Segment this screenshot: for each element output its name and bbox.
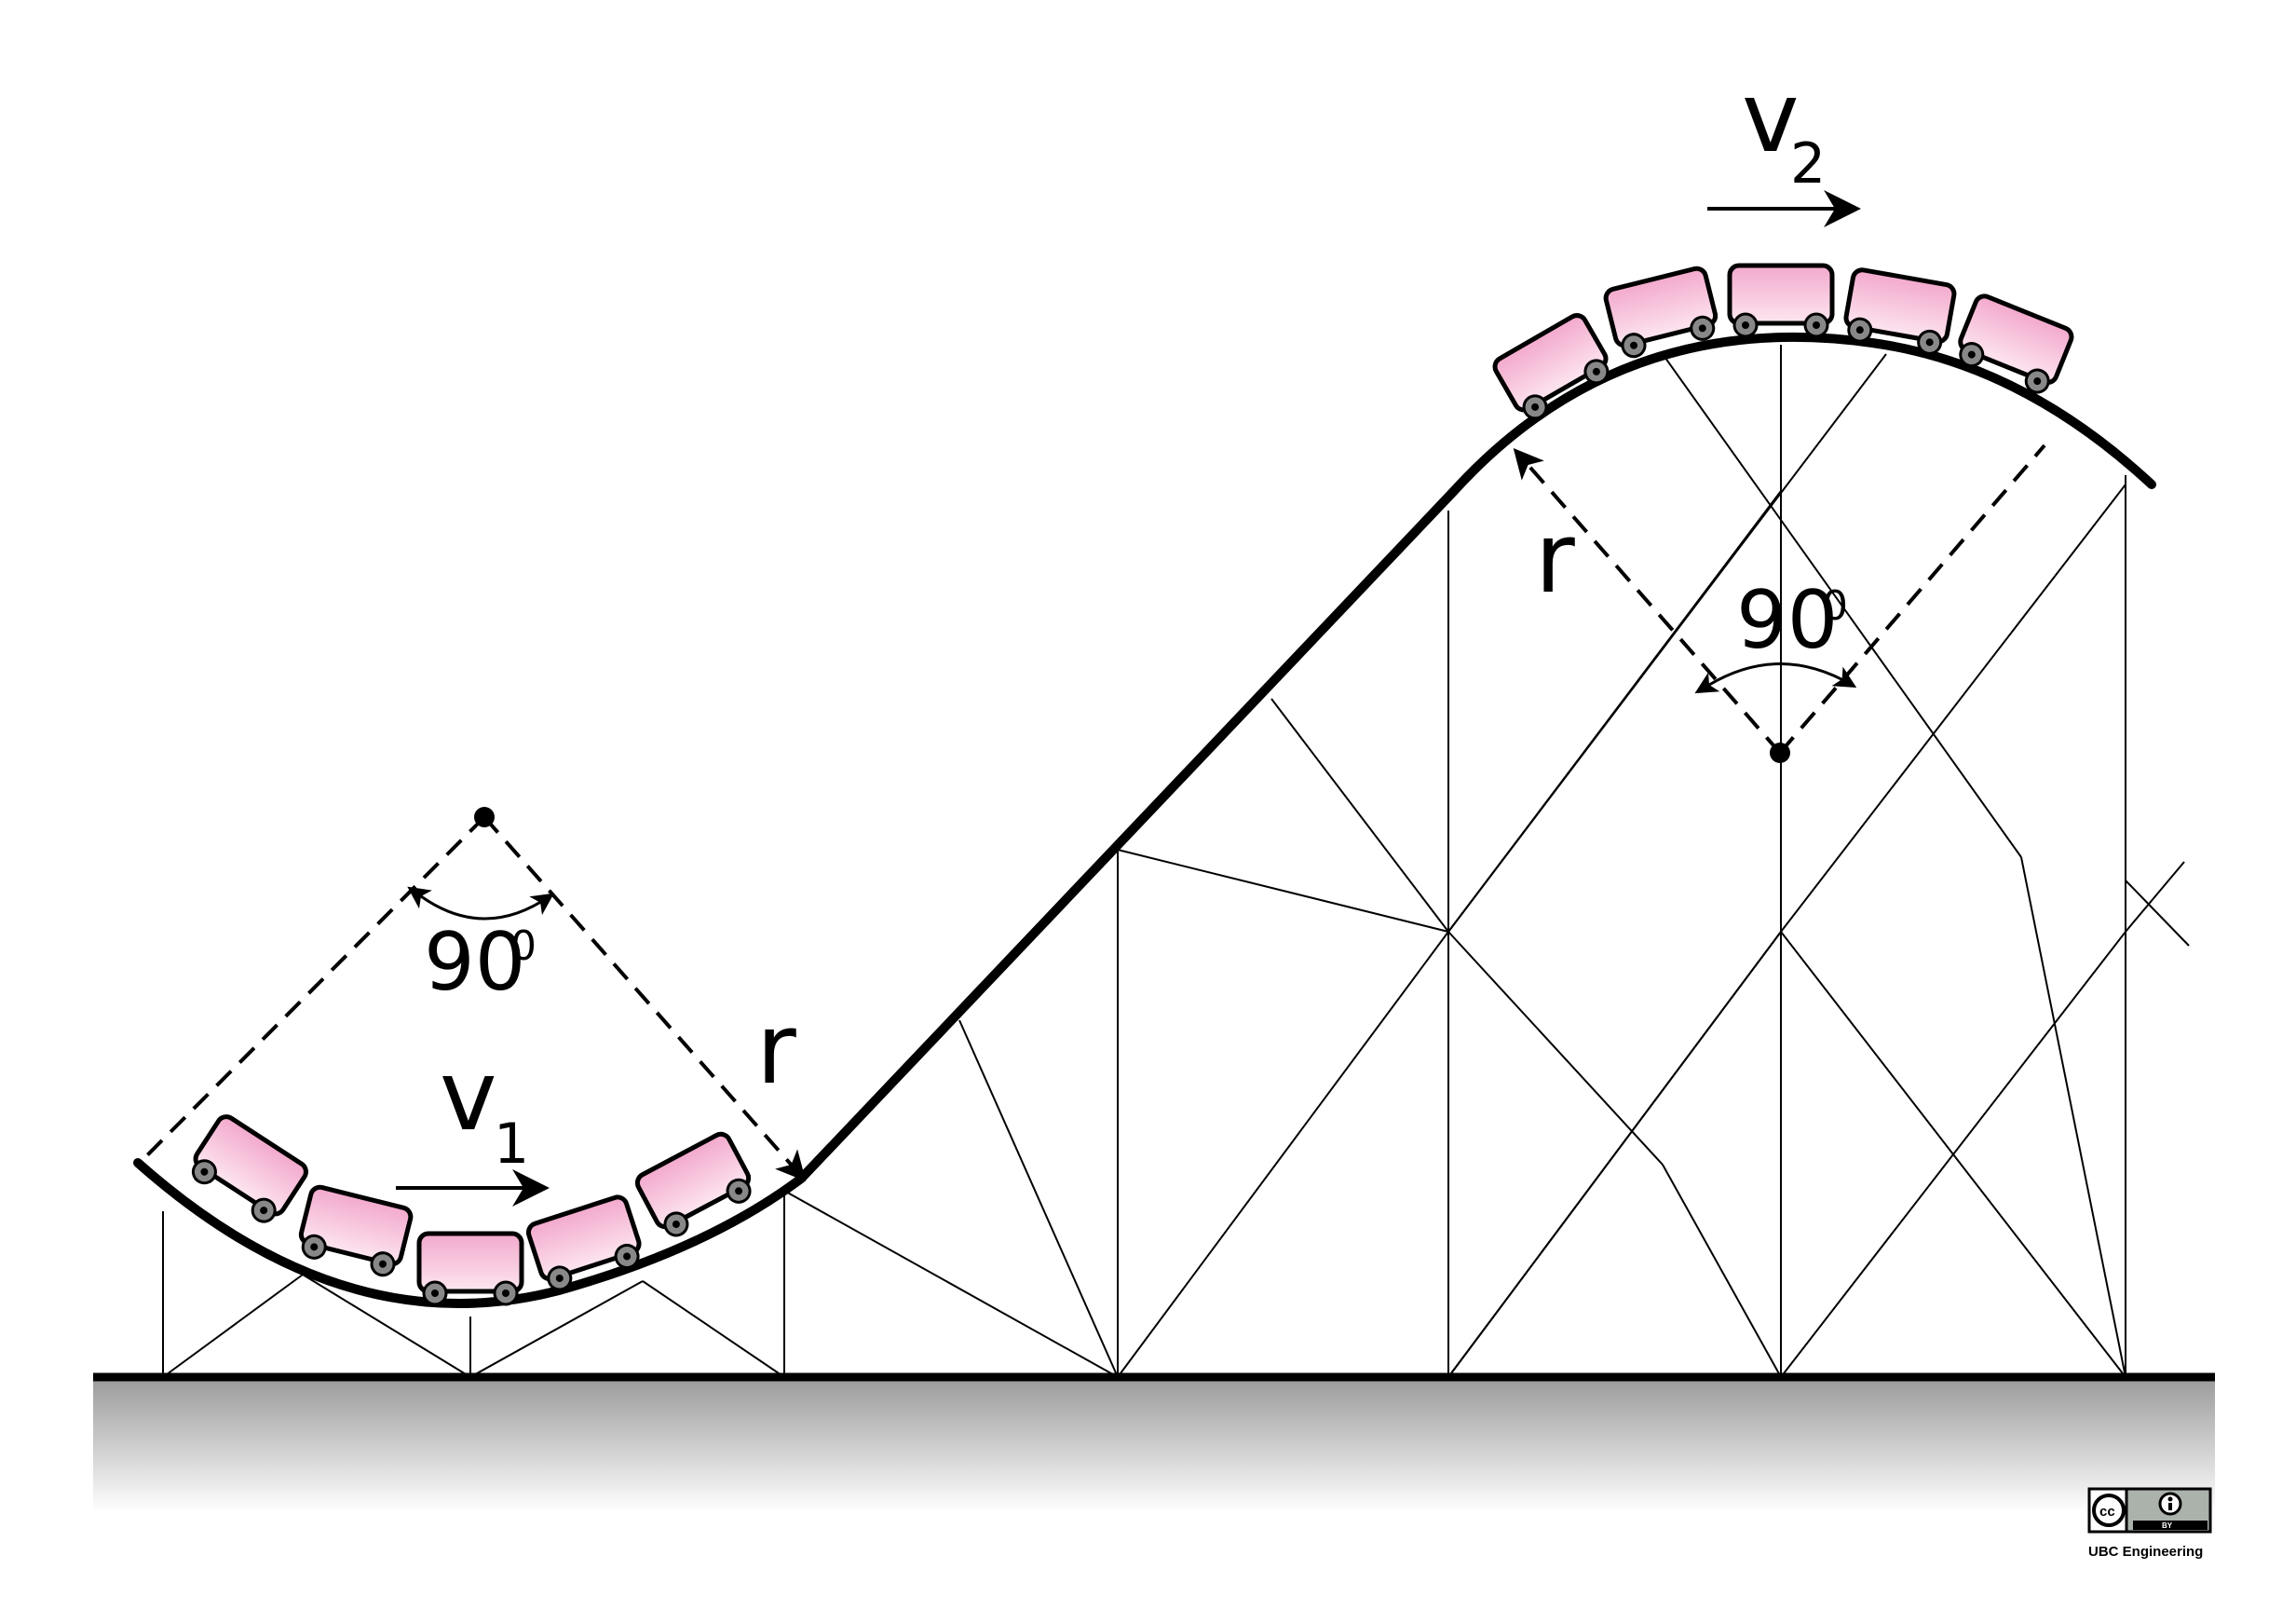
track [133,332,2156,1308]
ground-shade [93,1377,2215,1512]
velocity-2-label: v [1742,61,1800,174]
right-radius-line-1 [1513,447,1782,755]
cc-icon [2092,1494,2126,1527]
left-angle-arc [407,886,554,921]
train-lower [191,1114,752,1306]
right-angle-label: 90 [1736,574,1838,667]
cc-by-label: BY [2162,1521,2173,1530]
cc-license-badge[interactable]: cc BY [2087,1487,2212,1534]
train-car [416,1231,524,1306]
right-radius-line-2 [1778,443,2046,755]
train-car [1492,313,1610,420]
left-angle-degree: 0 [510,922,537,970]
cc-icon-text: cc [2099,1504,2115,1520]
train-upper [1492,263,2074,420]
right-angle-arc [1694,662,1857,694]
right-angle-construction: 90 0 r [1513,443,2046,763]
left-radius-label: r [756,992,796,1106]
right-angle-degree: 0 [1822,582,1848,630]
train-car [298,1184,414,1277]
train-car [634,1131,752,1237]
train-car [525,1194,642,1291]
credit-label: UBC Engineering [2088,1544,2203,1560]
right-radius-label: r [1535,501,1575,615]
train-car [191,1114,308,1223]
velocity-1: v 1 [396,1039,550,1207]
left-angle-construction: 90 0 r [145,807,807,1181]
train-car [1843,267,1957,355]
train-car [1603,266,1719,359]
left-radius-line-2 [482,815,807,1181]
left-angle-label: 90 [424,916,525,1009]
velocity-2-subscript: 2 [1790,131,1826,197]
velocity-1-subscript: 1 [494,1112,529,1177]
train-car [1958,293,2074,394]
velocity-2: v 2 [1707,61,1861,227]
left-radius-line-1 [145,815,486,1157]
train-car [1727,263,1835,338]
support-structure [162,345,2190,1378]
velocity-1-label: v [440,1039,497,1153]
